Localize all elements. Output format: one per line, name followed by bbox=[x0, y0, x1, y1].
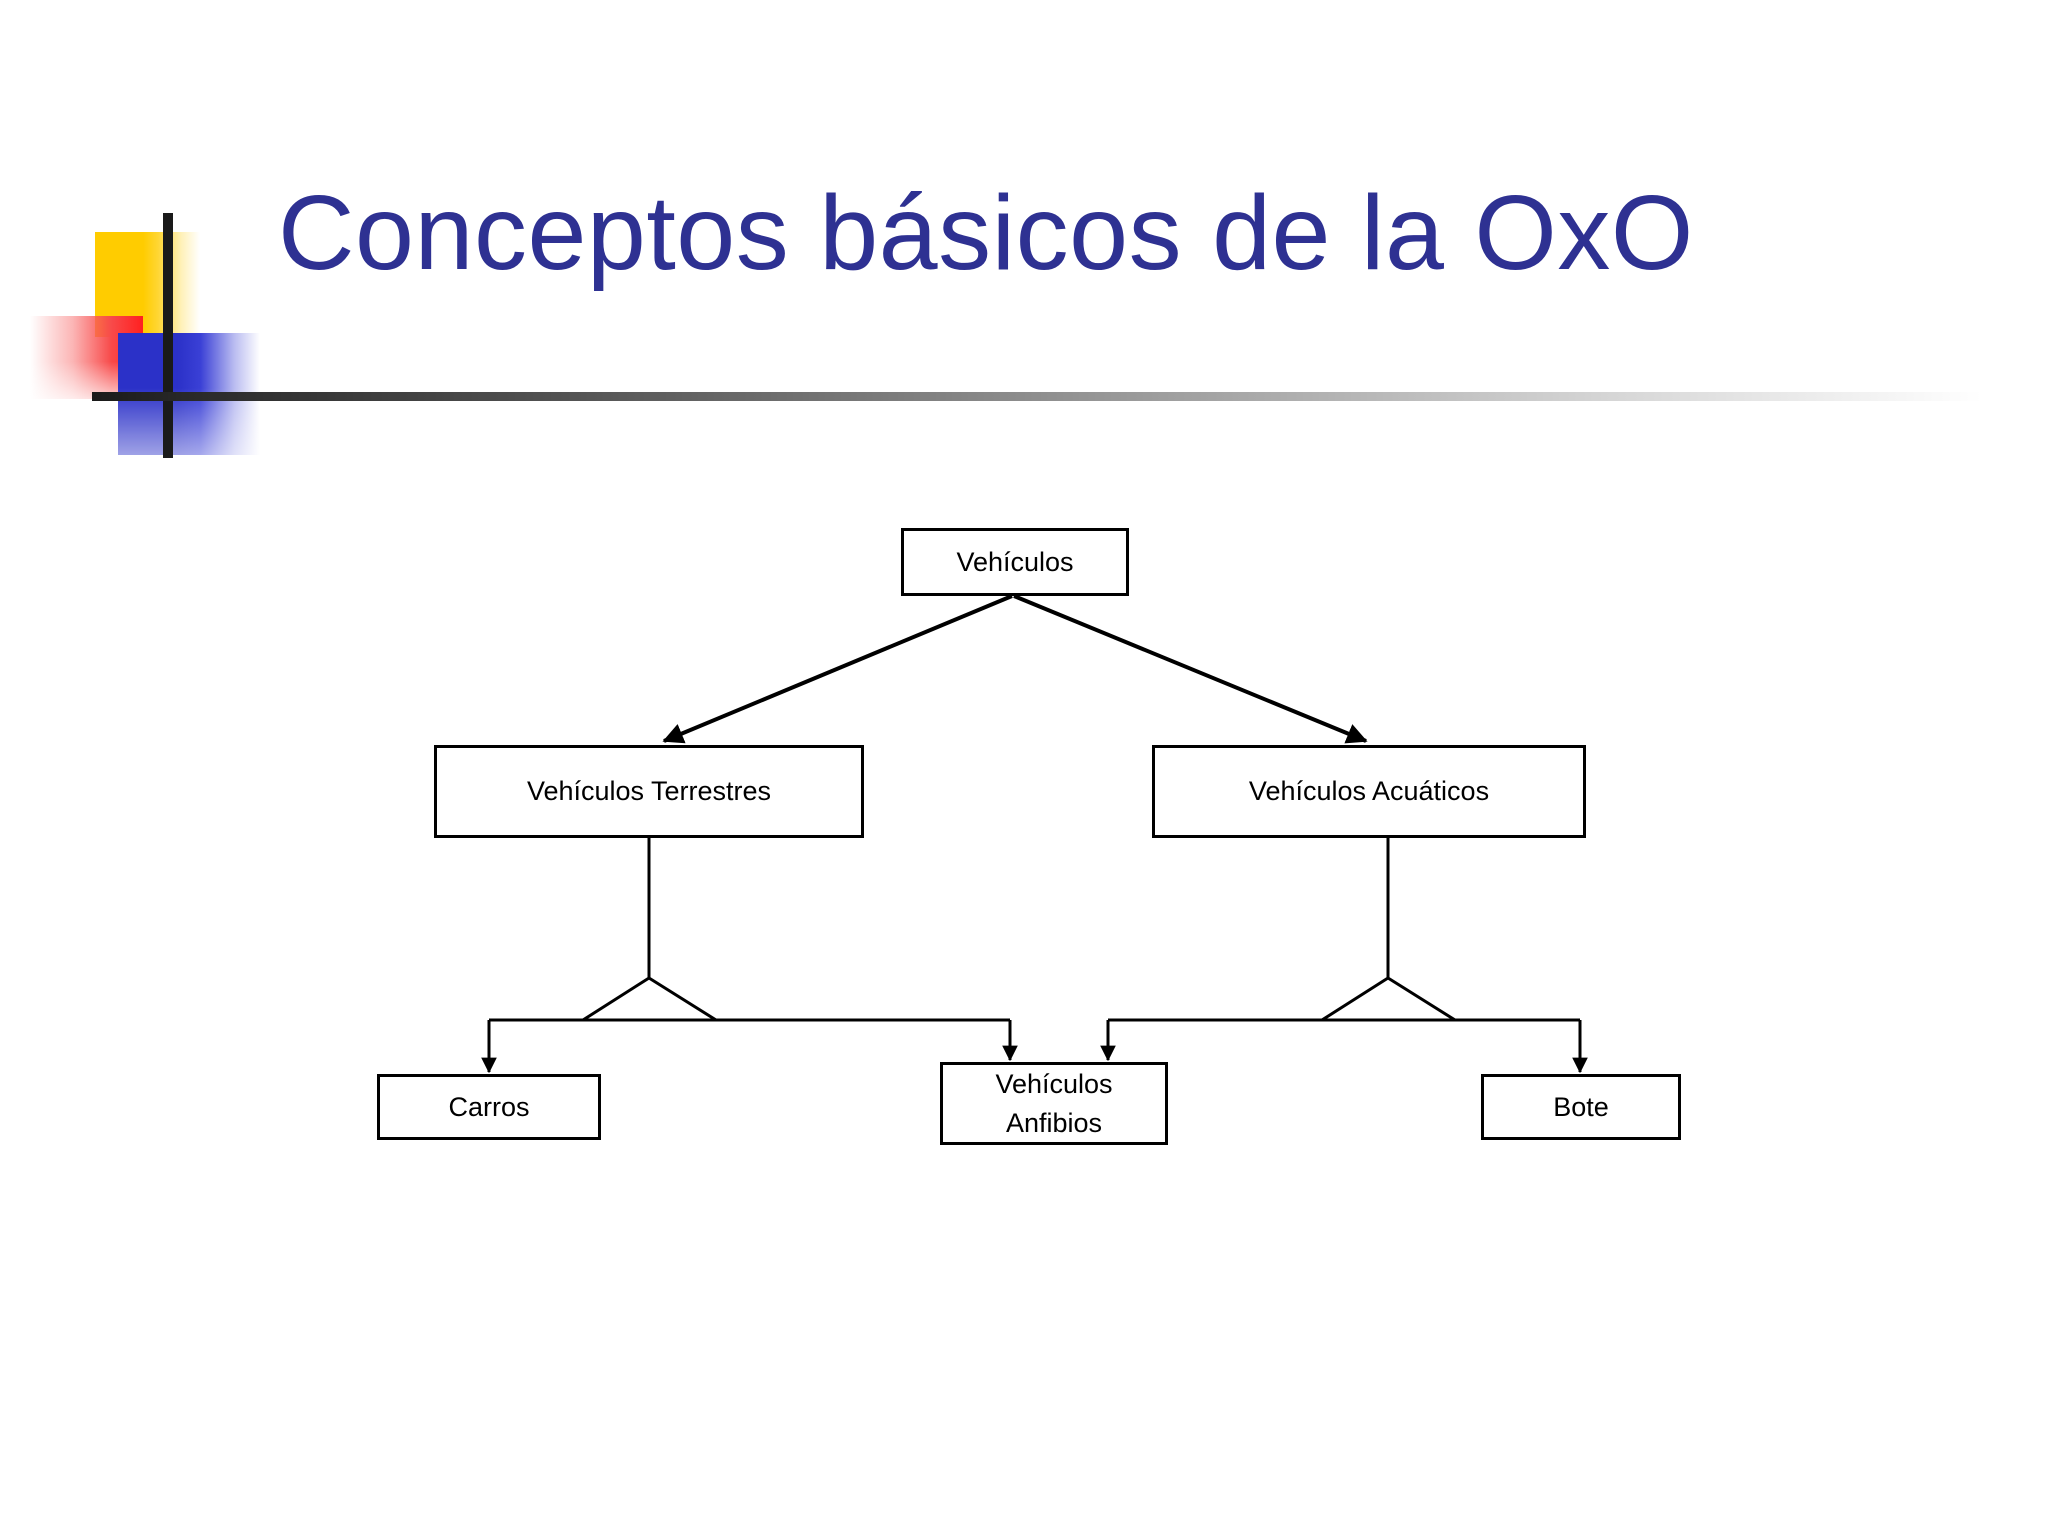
node-bote[interactable]: Bote bbox=[1481, 1074, 1681, 1140]
node-vehiculos-label: Vehículos bbox=[956, 546, 1074, 577]
node-carros-label: Carros bbox=[448, 1091, 530, 1122]
node-vehiculos-anfibios-label-line1: Vehículos bbox=[995, 1069, 1113, 1100]
node-vehiculos-anfibios-label-line2: Anfibios bbox=[1005, 1107, 1103, 1138]
node-vehiculos-acuaticos[interactable]: Vehículos Acuáticos bbox=[1152, 745, 1586, 838]
horizontal-rule-decor bbox=[92, 392, 1982, 401]
node-vehiculos-terrestres-label: Vehículos Terrestres bbox=[526, 776, 772, 807]
terrestres-fork-triangle bbox=[577, 976, 722, 1022]
edge-vehiculos-terrestres bbox=[662, 594, 1013, 744]
node-vehiculos-terrestres[interactable]: Vehículos Terrestres bbox=[434, 745, 864, 838]
node-vehiculos-anfibios[interactable]: Vehículos Anfibios bbox=[940, 1062, 1168, 1145]
node-vehiculos[interactable]: Vehículos bbox=[901, 528, 1129, 596]
page-title: Conceptos básicos de la OxO bbox=[278, 174, 1694, 292]
node-vehiculos-acuaticos-label: Vehículos Acuáticos bbox=[1248, 776, 1490, 807]
acuaticos-fork-triangle bbox=[1316, 976, 1461, 1022]
edge-vehiculos-acuaticos bbox=[1013, 594, 1368, 744]
node-bote-label: Bote bbox=[1553, 1091, 1609, 1122]
node-carros[interactable]: Carros bbox=[377, 1074, 601, 1140]
